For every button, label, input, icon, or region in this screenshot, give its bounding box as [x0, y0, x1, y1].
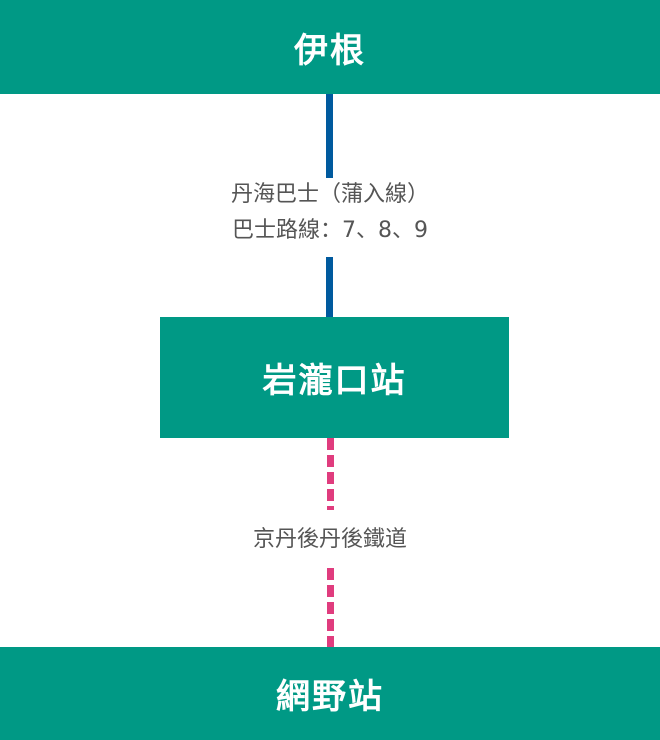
rail-route-line — [327, 438, 334, 510]
rail-route-name: 京丹後丹後鐵道 — [252, 527, 407, 552]
bus-route-line — [326, 94, 333, 178]
station-name: 網野站 — [276, 677, 384, 717]
rail-route-label: 京丹後丹後鐵道 — [0, 522, 660, 558]
station-name: 岩瀧口站 — [262, 361, 407, 401]
station-amino: 網野站 — [0, 647, 660, 740]
rail-route-line — [327, 568, 334, 647]
station-name: 伊根 — [294, 30, 366, 71]
bus-route-line — [326, 257, 333, 317]
station-iwatakiguchi: 岩瀧口站 — [160, 317, 509, 438]
bus-route-numbers: 巴士路線：7、8、9 — [232, 218, 428, 243]
bus-route-name: 丹海巴士（蒲入線） — [230, 182, 429, 207]
station-ine: 伊根 — [0, 0, 660, 94]
bus-route-label: 丹海巴士（蒲入線） 巴士路線：7、8、9 — [0, 177, 660, 249]
